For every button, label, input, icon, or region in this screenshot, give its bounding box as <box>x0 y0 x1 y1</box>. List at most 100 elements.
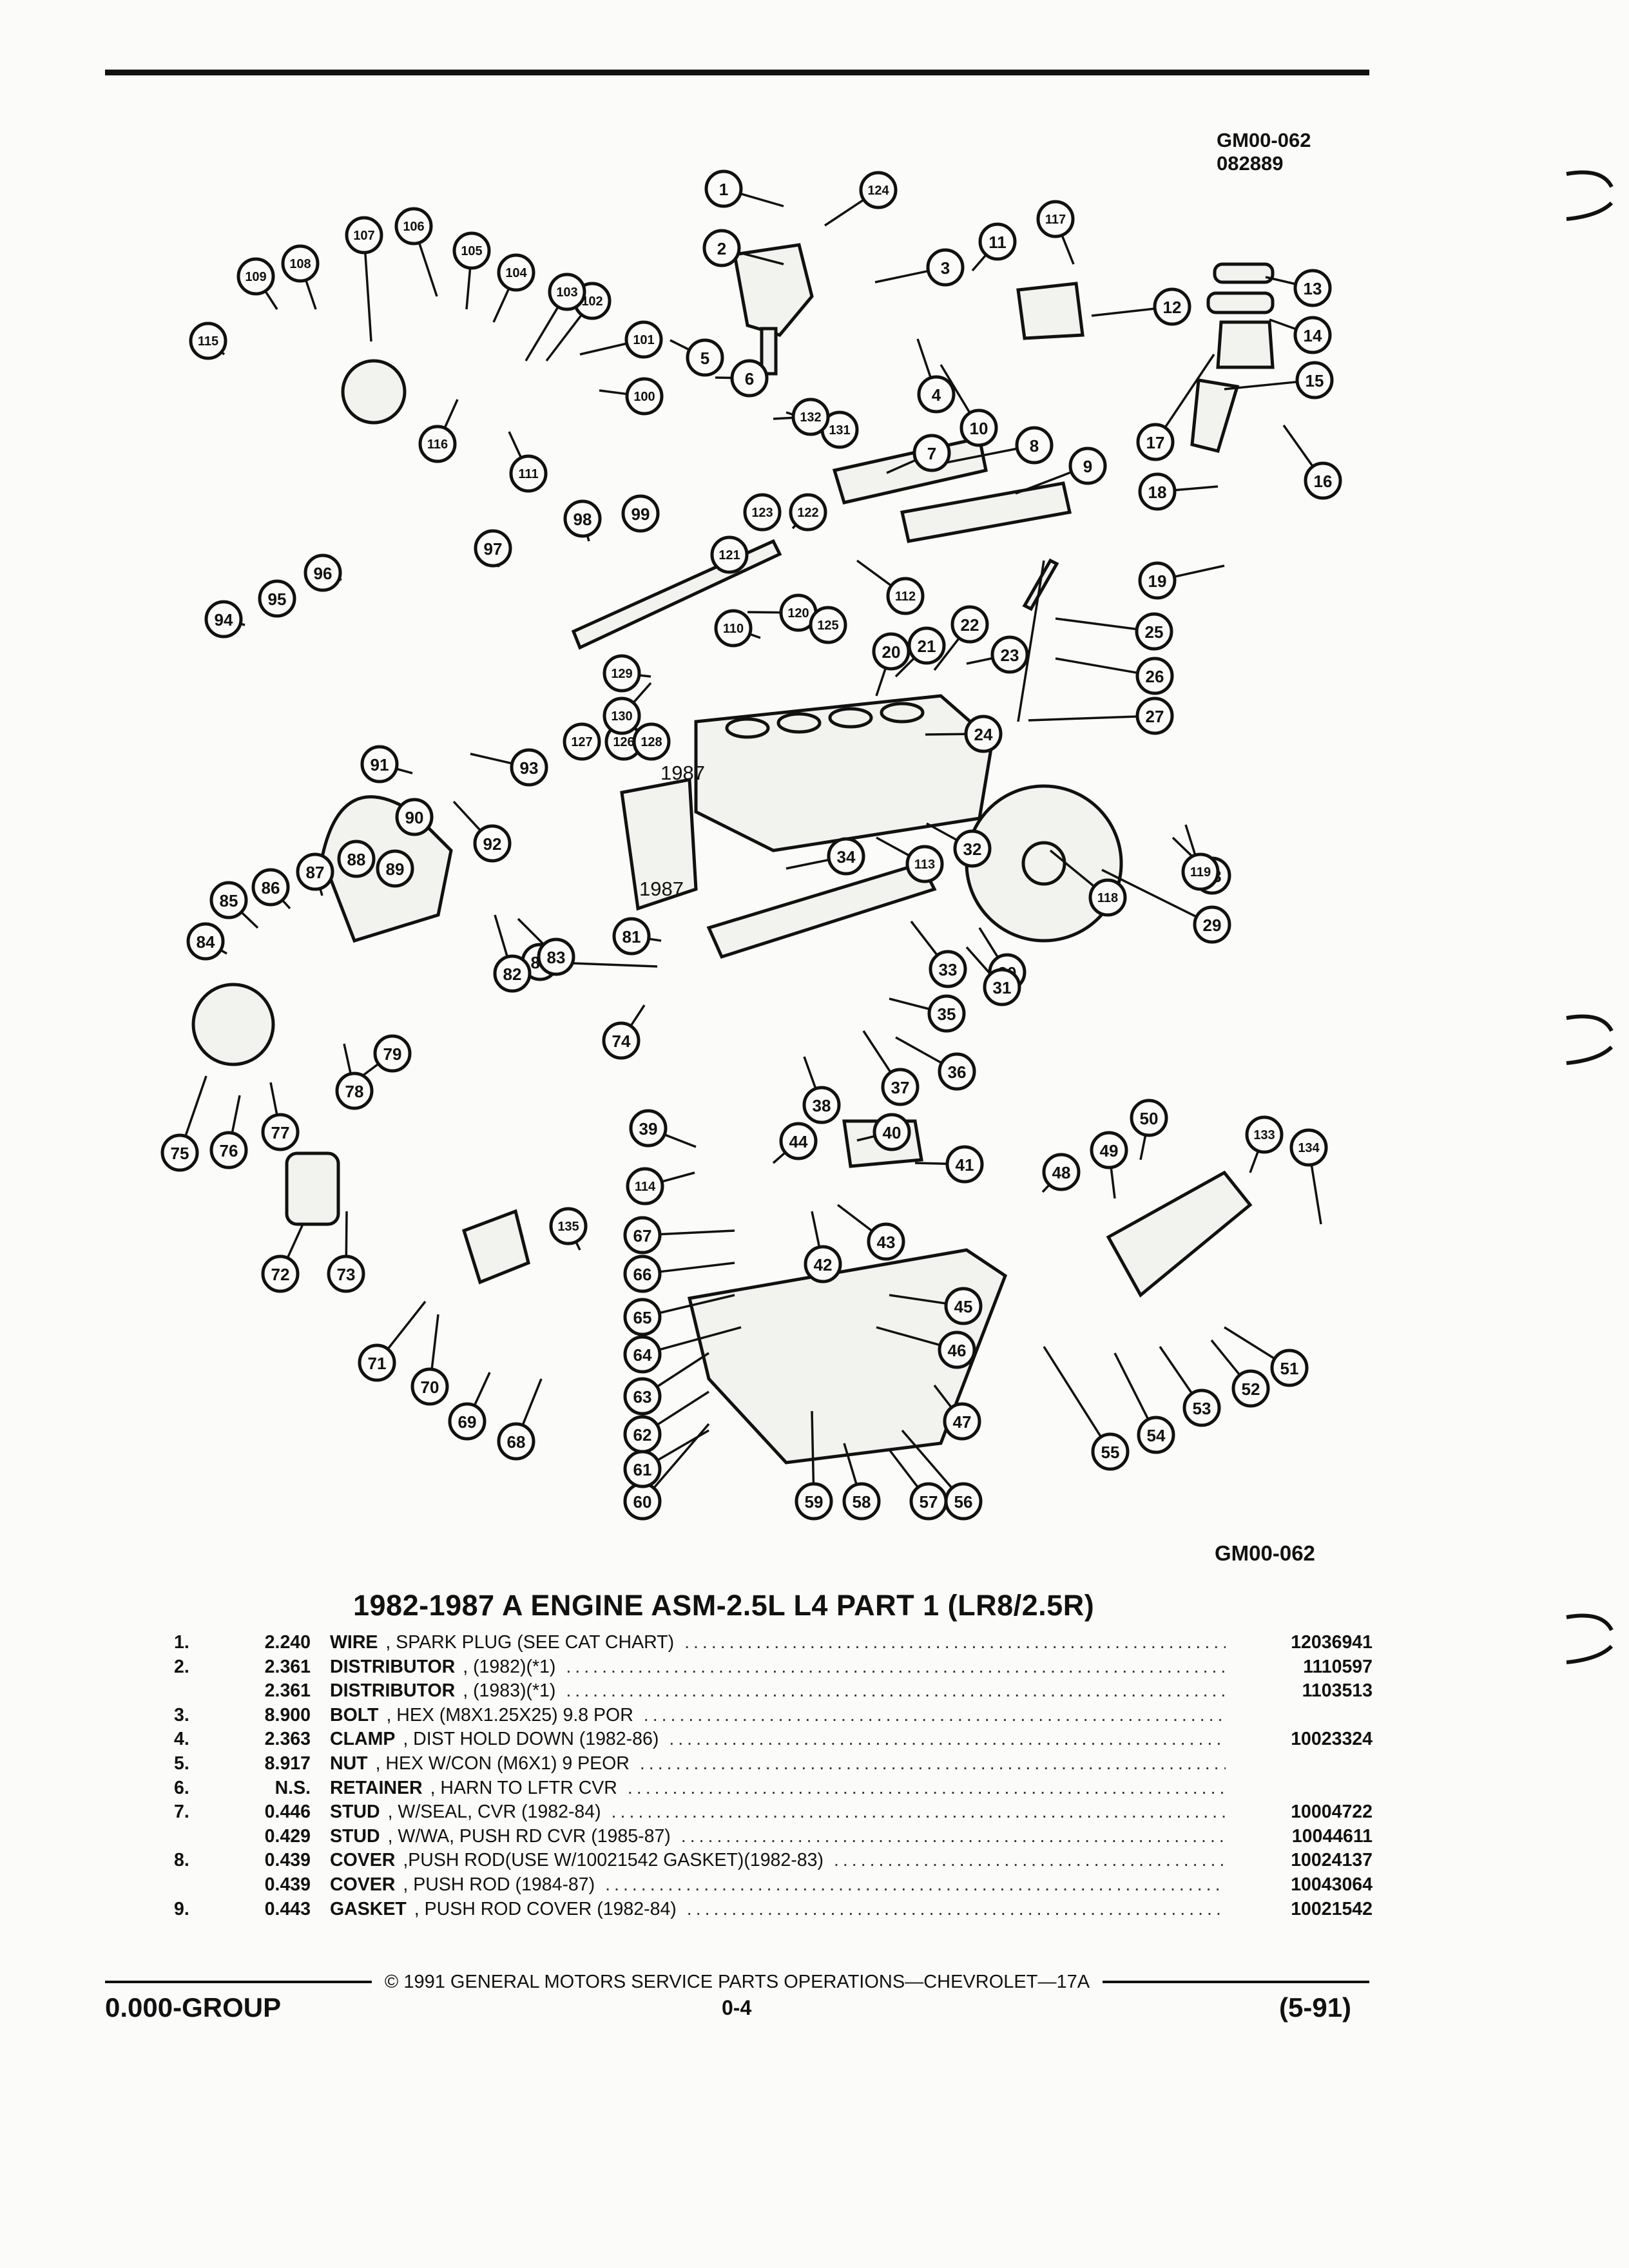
part-number: 12036941 <box>1291 1632 1373 1653</box>
callout-leader <box>966 657 993 665</box>
callout-leader <box>925 733 967 736</box>
callout-circle <box>296 852 334 891</box>
callout-balloon: 96 <box>304 553 342 592</box>
callout-balloon: 76 <box>209 1131 248 1169</box>
callout-balloon: 31 <box>983 968 1021 1006</box>
callout-circle <box>448 1402 487 1441</box>
callout-balloon: 127 <box>563 722 601 761</box>
callout-balloon: 109 <box>236 257 275 296</box>
callout-number: 34 <box>837 847 856 867</box>
part-description: COVER, PUSH ROD (1984-87) <box>330 1874 1237 1896</box>
callout-circle <box>842 1482 881 1521</box>
callout-circle <box>376 849 414 888</box>
callout-circle <box>686 338 724 377</box>
callout-number: 115 <box>198 334 218 349</box>
callout-balloon: 26 <box>1135 657 1174 695</box>
callout-number: 78 <box>345 1082 364 1101</box>
callout-leader <box>630 1004 646 1027</box>
callout-circle <box>1135 657 1174 695</box>
callout-number: 17 <box>1146 433 1165 452</box>
callout-circle <box>964 715 1003 753</box>
callout-number: 124 <box>867 184 889 198</box>
callout-leader <box>876 1326 941 1347</box>
callout-circle <box>209 881 248 919</box>
callout-number: 44 <box>789 1132 808 1151</box>
callout-leader <box>901 1429 953 1489</box>
callout-number: 86 <box>262 878 280 898</box>
callout-circle <box>186 922 225 961</box>
callout-number: 85 <box>220 891 238 910</box>
callout-number: 82 <box>503 965 522 984</box>
callout-leader <box>659 1229 735 1236</box>
callout-number: 131 <box>829 423 850 437</box>
callout-leader <box>465 267 472 310</box>
callout-circle <box>926 248 965 287</box>
callout-number: 129 <box>611 667 632 681</box>
callout-leader <box>1174 485 1219 492</box>
figure-date-code: 082889 <box>1217 152 1284 175</box>
callout-leader <box>269 1082 278 1115</box>
callout-number: 11 <box>988 233 1007 252</box>
engine-parts-illustration <box>191 243 1275 1465</box>
callout-circle <box>1090 1131 1128 1169</box>
callout-circle <box>1138 472 1177 511</box>
callout-number: 13 <box>1304 279 1322 298</box>
callout-balloon: 24 <box>964 715 1003 753</box>
callout-circle <box>804 1245 842 1283</box>
oil-filter <box>285 1151 340 1226</box>
callout-leader <box>364 252 372 342</box>
callout-circle <box>537 937 575 976</box>
callout-balloon: 103 <box>548 273 586 311</box>
callout-circle <box>929 950 967 988</box>
callout-leader <box>874 269 929 284</box>
copyright-notice: © 1991 GENERAL MOTORS SERVICE PARTS OPER… <box>384 1971 1090 1992</box>
callout-circle <box>1181 852 1220 891</box>
callout-circle <box>867 1222 905 1261</box>
item-number: 9. <box>174 1898 189 1919</box>
callout-leader <box>281 899 291 910</box>
callout-leader <box>599 389 628 396</box>
group-number: 2.361 <box>264 1680 311 1702</box>
callout-number: 2 <box>717 239 726 258</box>
part-qualifier: , (1982)(*1) <box>463 1656 556 1677</box>
callout-balloon: 122 <box>789 493 827 532</box>
callout-circle <box>281 244 320 283</box>
callout-number: 93 <box>520 758 539 778</box>
callout-circle <box>548 273 586 311</box>
callout-number: 110 <box>723 622 744 636</box>
callout-leader <box>965 946 992 975</box>
callout-leader <box>910 920 938 956</box>
callout-balloon: 77 <box>261 1113 300 1151</box>
callout-number: 26 <box>1146 667 1164 686</box>
cylinder-bore <box>828 707 873 729</box>
callout-balloon: 123 <box>743 493 782 532</box>
part-name: CLAMP <box>330 1729 396 1750</box>
callout-number: 76 <box>220 1141 238 1160</box>
callout-leader <box>653 1423 710 1489</box>
callout-circle <box>497 253 535 292</box>
callout-number: 7 <box>927 444 936 463</box>
callout-circle <box>493 954 532 993</box>
callout-balloon: 13 <box>1293 269 1332 307</box>
group-number: 0.446 <box>264 1802 311 1823</box>
callout-number: 6 <box>745 369 754 389</box>
callout-number: 66 <box>633 1265 652 1284</box>
callout-number: 55 <box>1101 1443 1120 1462</box>
callout-balloon: 63 <box>623 1377 662 1416</box>
crankshaft <box>706 861 937 959</box>
callout-circle <box>629 1109 668 1148</box>
callout-balloon: 130 <box>602 697 641 735</box>
callout-circle <box>927 994 966 1033</box>
callout-leader <box>1041 1184 1050 1193</box>
callout-circle <box>1293 316 1332 354</box>
item-number: 5. <box>174 1753 189 1774</box>
callout-circle <box>1015 426 1054 465</box>
callout-balloon: 71 <box>358 1343 396 1382</box>
callout-number: 52 <box>1242 1379 1260 1399</box>
callout-number: 77 <box>271 1123 290 1142</box>
part-qualifier: , PUSH ROD (1984-87) <box>403 1874 595 1895</box>
callout-number: 23 <box>1001 646 1019 665</box>
